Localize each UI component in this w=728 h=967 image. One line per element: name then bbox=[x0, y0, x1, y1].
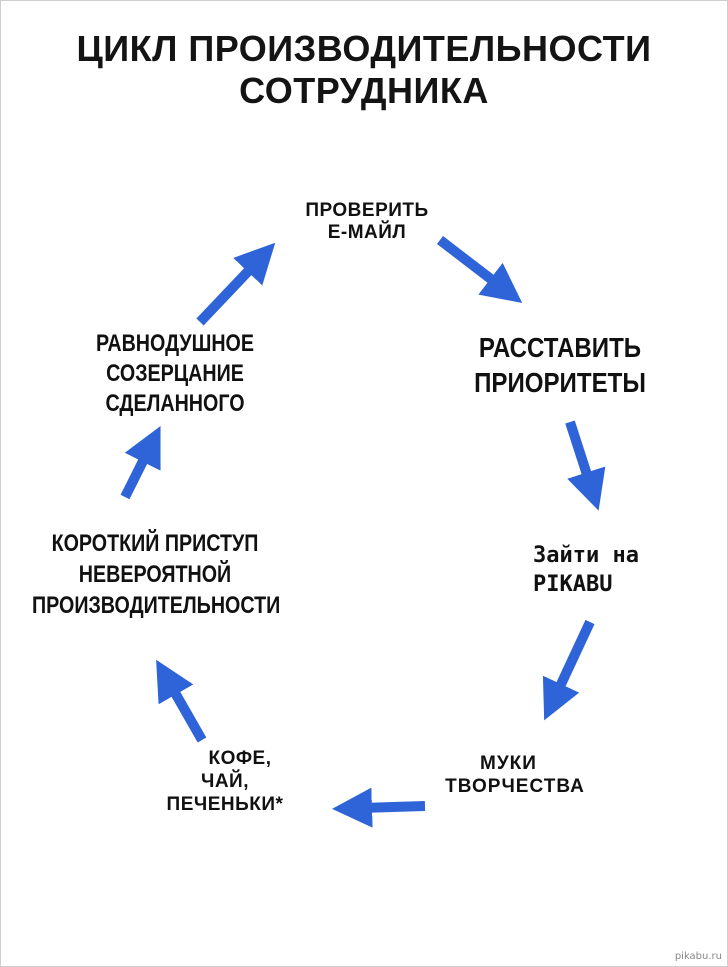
node-set-priorities: РАССТАВИТЬ ПРИОРИТЕТЫ bbox=[457, 330, 663, 400]
node-tea-line: ЧАЙ, bbox=[200, 771, 249, 792]
node-productivity-burst-line-1: КОРОТКИЙ ПРИСТУП bbox=[51, 530, 259, 557]
diagram-title-line-2: СОТРУДНИКА bbox=[239, 70, 489, 111]
arrow-coffee-to-burst bbox=[156, 659, 207, 743]
node-coffee-line: КОФЕ, bbox=[208, 748, 272, 769]
arrow-pikabu-to-agony bbox=[542, 619, 595, 721]
node-check-email: ПРОВЕРИТЬ Е-МАЙЛ bbox=[262, 200, 472, 244]
arrow-burst-to-contemplation bbox=[120, 425, 161, 500]
diagram-title-line-1: ЦИКЛ ПРОИЗВОДИТЕЛЬНОСТИ bbox=[76, 28, 652, 69]
node-visit-pikabu-line-2: PIKABU bbox=[533, 572, 613, 597]
node-contemplation-line-1: РАВНОДУШНОЕ bbox=[95, 330, 255, 357]
node-coffee-tea-cookies: КОФЕ, ЧАЙ, ПЕЧЕНЬКИ* bbox=[140, 747, 310, 816]
node-productivity-burst-line-3: ПРОИЗВОДИТЕЛЬНОСТИ bbox=[32, 592, 281, 619]
node-contemplation-line-3: СДЕЛАННОГО bbox=[105, 390, 245, 417]
arrow-email-to-priorities bbox=[436, 236, 523, 304]
node-creative-agony: МУКИ ТВОРЧЕСТВА bbox=[410, 752, 620, 798]
node-productivity-burst: КОРОТКИЙ ПРИСТУП НЕВЕРОЯТНОЙ ПРОИЗВОДИТЕ… bbox=[32, 528, 281, 621]
node-cookies-line: ПЕЧЕНЬКИ* bbox=[166, 794, 284, 815]
node-check-email-line-1: ПРОВЕРИТЬ bbox=[305, 200, 429, 221]
node-creative-agony-line-1: МУКИ bbox=[480, 753, 537, 774]
arrow-agony-to-coffee bbox=[332, 787, 426, 828]
node-set-priorities-line-1: РАССТАВИТЬ bbox=[478, 332, 642, 363]
watermark: pikabu.ru bbox=[674, 951, 722, 962]
node-contemplation: РАВНОДУШНОЕ СОЗЕРЦАНИЕ СДЕЛАННОГО bbox=[89, 329, 261, 419]
node-productivity-burst-line-2: НЕВЕРОЯТНОЙ bbox=[78, 561, 232, 588]
arrow-priorities-to-pikabu bbox=[565, 420, 606, 511]
node-creative-agony-line-2: ТВОРЧЕСТВА bbox=[445, 776, 585, 797]
node-visit-pikabu-line-1: Зайти на bbox=[533, 543, 639, 568]
node-check-email-line-2: Е-МАЙЛ bbox=[327, 222, 407, 243]
arrow-contemplation-to-email bbox=[196, 242, 276, 326]
node-visit-pikabu: Зайти на PIKABU bbox=[533, 541, 713, 599]
node-set-priorities-line-2: ПРИОРИТЕТЫ bbox=[474, 367, 646, 398]
node-contemplation-line-2: СОЗЕРЦАНИЕ bbox=[106, 360, 244, 387]
